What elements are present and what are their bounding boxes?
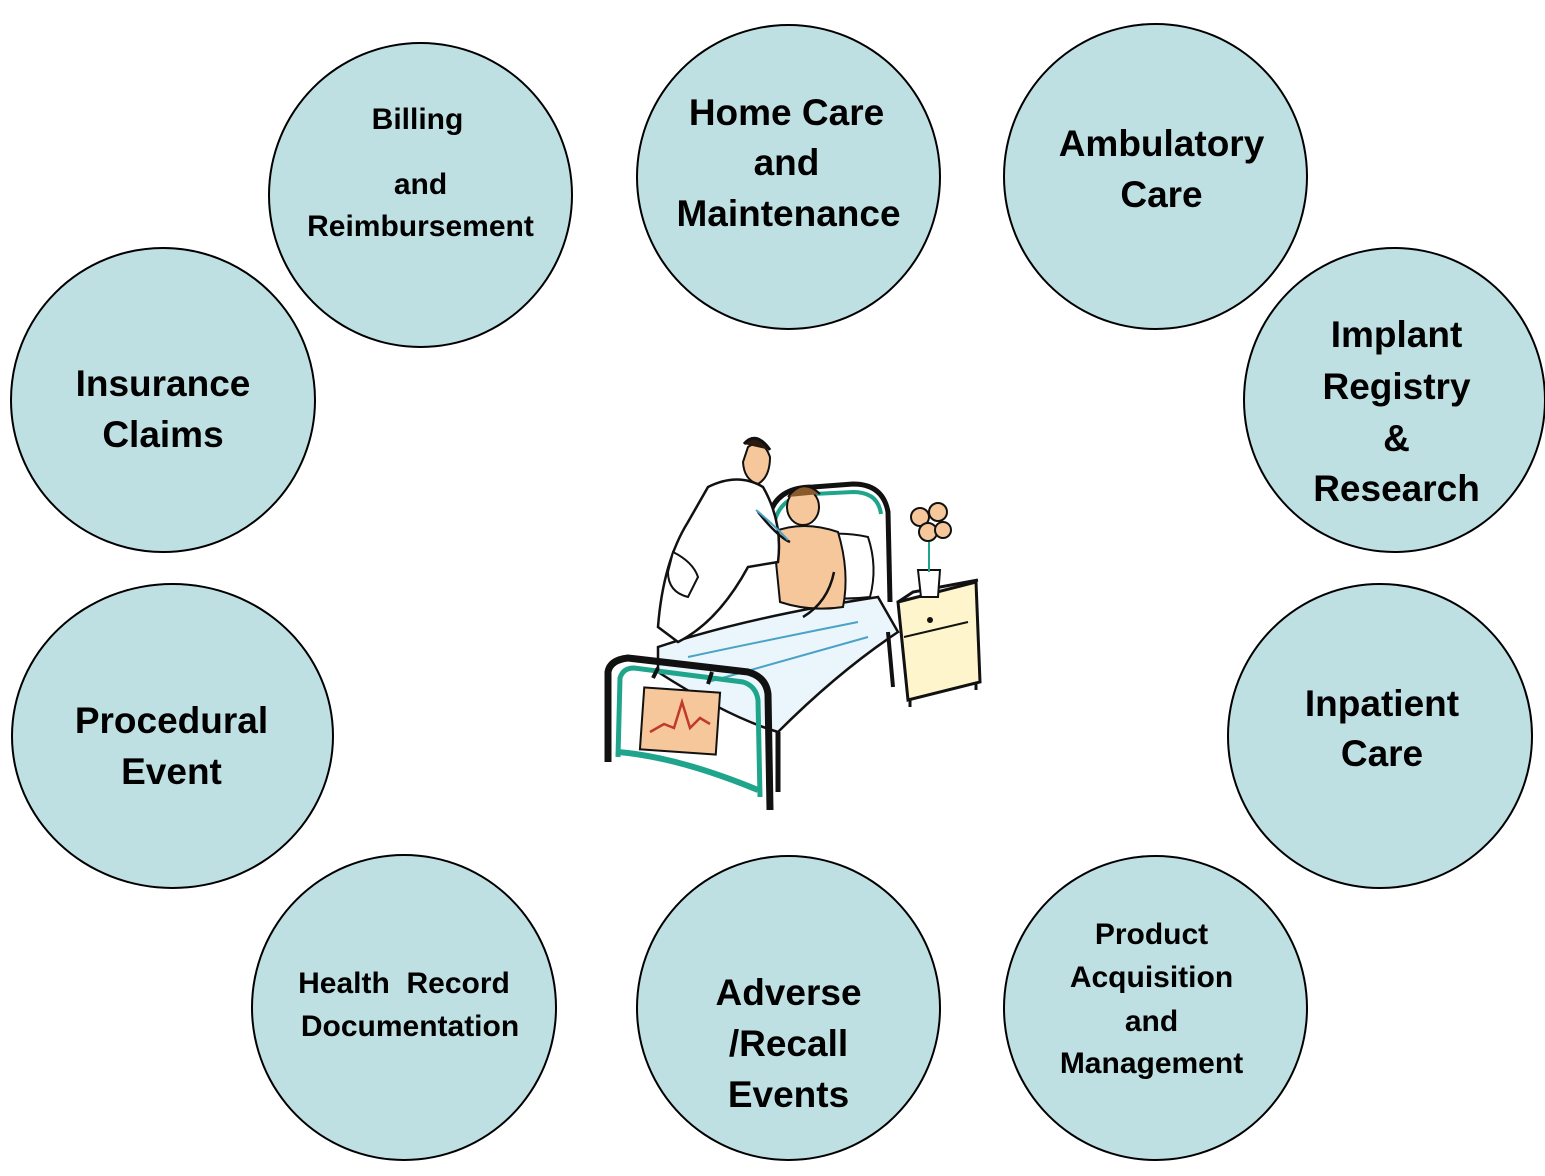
circle-label-line: Research bbox=[1313, 468, 1480, 509]
circle-label-line: Procedural bbox=[74, 700, 269, 741]
circle-ambulatory-care: Ambulatory Care bbox=[1003, 23, 1308, 330]
circle-label-line: Reimbursement bbox=[307, 210, 534, 243]
circle-health-record-documentation: Health Record Documentation bbox=[251, 854, 557, 1161]
circle-label-line: Claims bbox=[102, 414, 224, 455]
circle-label-line: Implant bbox=[1330, 314, 1463, 355]
circle-billing-and-reimbursement: Billing and Reimbursement bbox=[268, 42, 573, 348]
circle-insurance-claims: Insurance Claims bbox=[10, 247, 316, 553]
circle-label-line: Care bbox=[1120, 174, 1203, 215]
circle-label-line: Acquisition bbox=[1069, 961, 1234, 994]
circle-label-line: Inpatient bbox=[1304, 683, 1460, 724]
circle-adverse-recall-events: Adverse /Recall Events bbox=[636, 855, 941, 1161]
doctor-examining-patient-in-hospital-bed-icon bbox=[604, 436, 982, 811]
circle-label-line: Insurance bbox=[75, 363, 251, 404]
circle-label-line: /Recall bbox=[728, 1023, 849, 1064]
circle-label-line: Ambulatory bbox=[1058, 123, 1265, 164]
circle-label-line: Health Record bbox=[298, 967, 510, 1000]
circle-label-line: and bbox=[1124, 1005, 1179, 1038]
circle-label-line: Home Care bbox=[688, 92, 885, 133]
circle-label-line: & bbox=[1383, 418, 1410, 459]
circle-label-line: Product bbox=[1094, 918, 1209, 951]
circle-procedural-event: Procedural Event bbox=[11, 583, 334, 889]
circle-label-line: Billing bbox=[371, 103, 464, 136]
circle-home-care-and-maintenance: Home Care and Maintenance bbox=[636, 24, 941, 330]
circle-label-line: Adverse bbox=[715, 972, 862, 1013]
circle-label-line: and bbox=[393, 168, 448, 201]
circle-label-line: Management bbox=[1059, 1047, 1244, 1080]
circle-implant-registry-research: Implant Registry & Research bbox=[1243, 247, 1545, 553]
circle-label-line: Care bbox=[1340, 733, 1424, 774]
circle-label-line: Events bbox=[727, 1074, 850, 1115]
circle-product-acquisition-and-management: Product Acquisition and Management bbox=[1003, 855, 1308, 1161]
circle-label-line: Event bbox=[121, 751, 222, 792]
circle-label-line: and bbox=[753, 142, 820, 183]
circle-label-line: Maintenance bbox=[676, 193, 901, 234]
circle-inpatient-care: Inpatient Care bbox=[1227, 583, 1533, 889]
circle-label-line: Registry bbox=[1322, 366, 1471, 407]
circle-label-line: Documentation bbox=[300, 1010, 520, 1043]
